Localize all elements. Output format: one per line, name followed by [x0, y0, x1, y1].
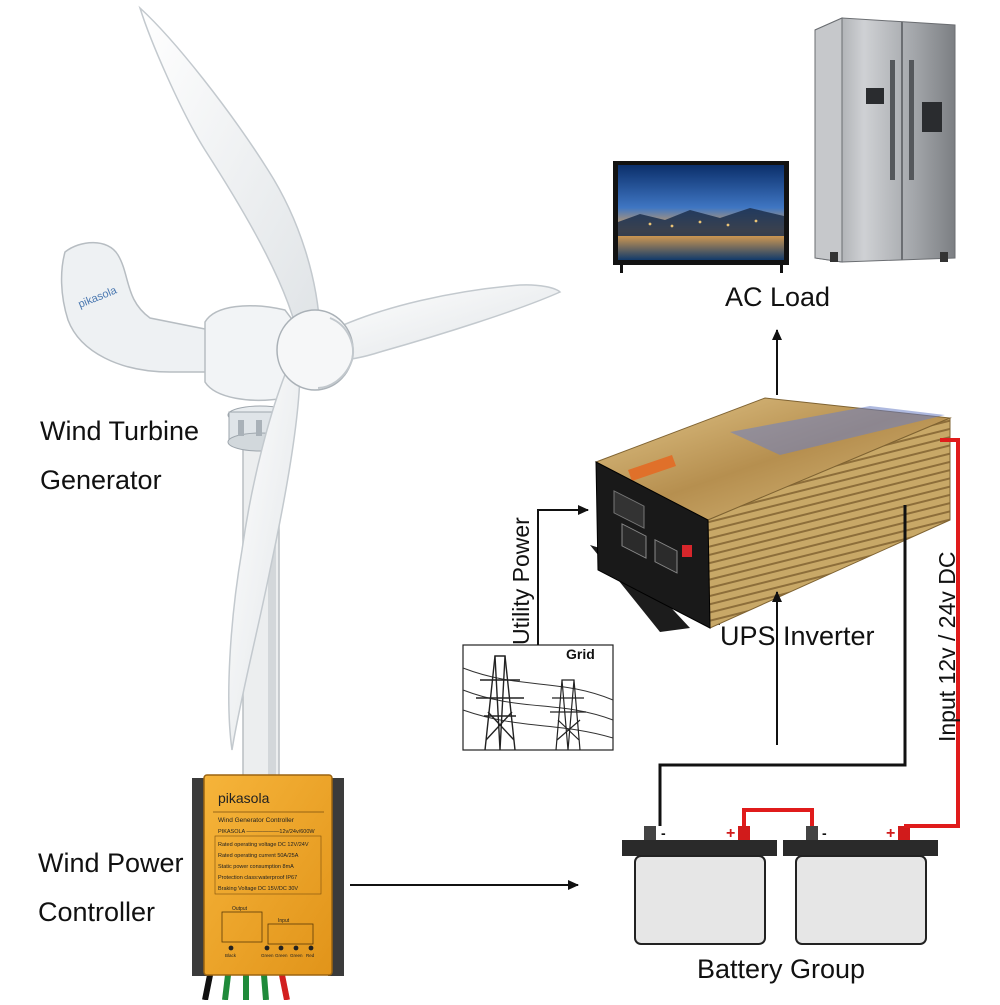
controller-terminal-label: Green: [261, 953, 274, 958]
turbine-blade-bottom: [228, 360, 301, 751]
wind-power-controller: pikasola Wind Generator Controller PIKAS…: [192, 774, 344, 1001]
battery-terminal-negative: [806, 826, 818, 840]
inverter-display: [613, 490, 645, 529]
tv-ac-load: [613, 161, 789, 273]
tower-shading: [268, 440, 276, 785]
controller-label-line1: Wind Power: [38, 848, 184, 878]
grid-power-lines: [462, 667, 614, 739]
battery-terminal-positive: [898, 826, 910, 840]
controller-spec-line: Braking Voltage DC 15V/DC 30V: [218, 886, 298, 892]
wind-turbine: pikasola: [60, 5, 562, 786]
inverter-ac-outlet: [654, 538, 678, 574]
controller-output-label: Output: [232, 906, 248, 912]
battery-pos-sign: +: [886, 825, 895, 842]
dc-negative-wire: [658, 505, 907, 826]
controller-terminal-label: Red: [306, 953, 315, 958]
controller-spec-table: [214, 835, 322, 895]
inverter-warning-label: [628, 455, 676, 481]
input-dc-label: Input 12v / 24v DC: [934, 551, 960, 743]
grid-pylon-left: [476, 655, 524, 751]
controller-body: [203, 774, 333, 976]
turbine-tail-fin: [60, 241, 251, 373]
utility-power-label: Utility Power: [508, 517, 534, 645]
battery-terminal-positive: [738, 826, 750, 840]
ups-inverter-label: UPS Inverter: [720, 621, 875, 651]
battery-group: - + - +: [622, 808, 938, 945]
grid-label: Grid: [566, 646, 595, 662]
controller-terminal-label: Black: [225, 953, 237, 958]
controller-spec-line: Protection class:waterproof IP67: [218, 875, 297, 881]
battery-case: [634, 855, 766, 945]
battery-group-label: Battery Group: [697, 954, 866, 984]
controller-terminal-label: Green: [290, 953, 303, 958]
controller-model: PIKASOLA ——————12v/24v/600W: [218, 829, 315, 835]
battery-neg-sign: -: [822, 825, 827, 841]
battery-case: [795, 855, 927, 945]
controller-spec-line: Rated operating current 50A/25A: [218, 853, 299, 859]
grid-pylon-right: [550, 679, 586, 751]
controller-spec-line: Rated operating voltage DC 12V/24V: [218, 842, 309, 848]
battery-jumper-wire: [742, 808, 814, 826]
controller-label-line2: Controller: [38, 897, 156, 927]
turbine-label-line2: Generator: [40, 465, 162, 495]
ups-inverter: [590, 397, 952, 632]
inverter-power-switch: [682, 545, 692, 557]
inverter-label-strip: [730, 406, 945, 455]
turbine-blade-right: [321, 284, 562, 361]
controller-brand-logo: pikasola: [218, 790, 270, 806]
controller-output-box: [221, 911, 263, 943]
controller-terminal-label: Green: [275, 953, 288, 958]
battery-pos-sign: +: [726, 825, 735, 842]
controller-title: Wind Generator Controller: [218, 817, 295, 824]
fridge-handle-right: [909, 60, 914, 180]
controller-spec-line: Static power consumption 8mA: [218, 864, 294, 870]
refrigerator-ac-load: [814, 17, 956, 263]
utility-grid: [462, 644, 614, 751]
turbine-blade-top: [138, 5, 321, 347]
inverter-ac-outlet: [621, 523, 647, 559]
battery-left: - +: [622, 825, 777, 945]
controller-input-box: [267, 923, 314, 945]
battery-lid: [622, 840, 777, 856]
arrow-grid-to-inverter: [537, 505, 589, 645]
ac-load-label: AC Load: [725, 282, 831, 312]
controller-cables: [202, 974, 290, 1001]
battery-neg-sign: -: [661, 825, 666, 841]
turbine-label-line1: Wind Turbine: [40, 416, 200, 446]
battery-lid: [783, 840, 938, 856]
battery-terminal-negative: [644, 826, 656, 840]
dc-positive-wire: [904, 438, 960, 828]
fridge-handle-left: [890, 60, 895, 180]
battery-right: - +: [783, 825, 938, 945]
fridge-water-dispenser: [922, 102, 942, 132]
controller-input-label: Input: [278, 918, 290, 924]
fridge-display: [866, 88, 884, 104]
